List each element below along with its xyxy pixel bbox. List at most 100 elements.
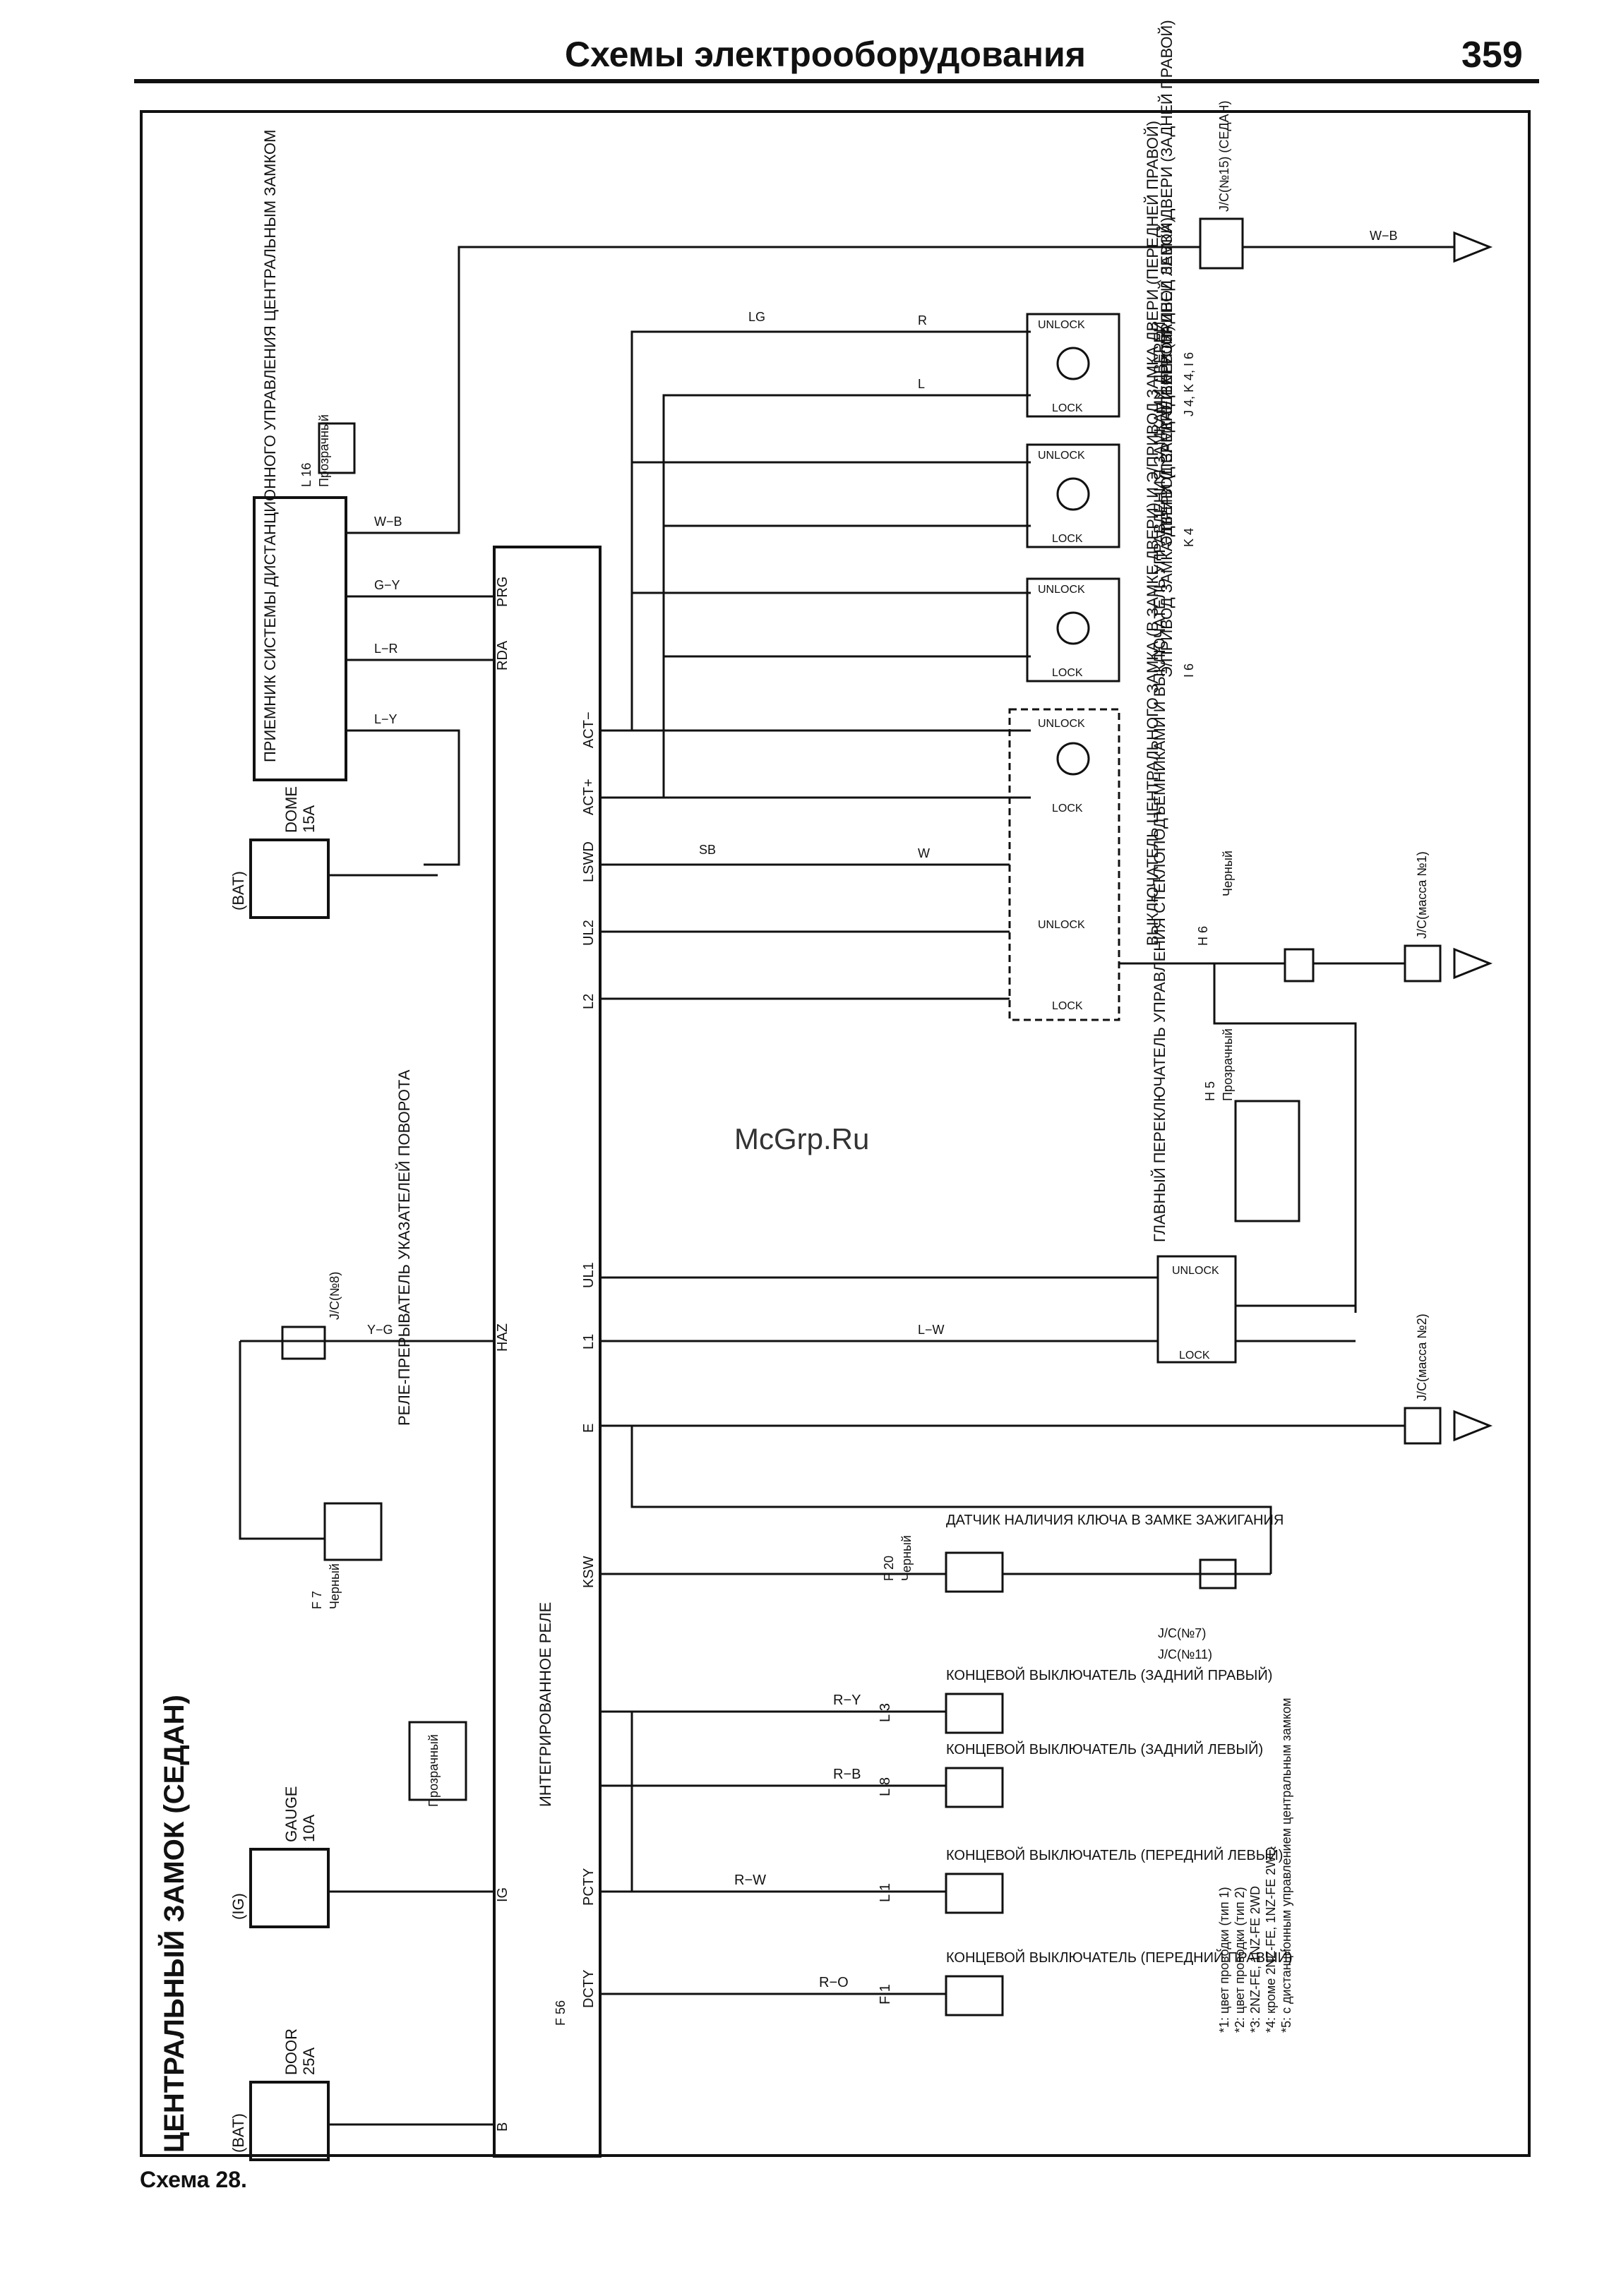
door-fuse-source: (BAT) bbox=[229, 2113, 247, 2153]
main-switch-connector-icon bbox=[1234, 1100, 1300, 1222]
turn-relay-code: F 7 bbox=[310, 1591, 324, 1609]
receiver-connector-icon bbox=[318, 422, 356, 474]
dome-fuse-name: DOME bbox=[282, 786, 300, 833]
jc7-connector bbox=[1199, 1558, 1237, 1589]
pin-pcty: PCTY bbox=[581, 1868, 597, 1906]
actuator-state-labels: UNLOCK LOCK UNLOCK LOCK UNLOCK LOCK UNLO… bbox=[1038, 319, 1219, 1362]
unlock-label: UNLOCK bbox=[1038, 450, 1085, 462]
jc8-label: J/C(№8) bbox=[328, 1272, 342, 1320]
main-switch-code: H 5 bbox=[1203, 1081, 1217, 1101]
pin-lswd: LSWD bbox=[581, 841, 597, 882]
key-sensor-code: F 20 bbox=[882, 1556, 896, 1581]
figure-caption: Схема 28. bbox=[140, 2167, 247, 2192]
fl-code: I 6 bbox=[1182, 663, 1196, 678]
lock-label: LOCK bbox=[1052, 803, 1083, 815]
rear-left-actuator-label: Э/ПРИВОД ЗАМКА ДВЕРИ (ЗАДНЕЙ ЛЕВОЙ) bbox=[1158, 217, 1176, 547]
fr-connector-label: Черный bbox=[1221, 851, 1235, 896]
wire-label-l: L bbox=[918, 377, 925, 391]
door-switch-rr bbox=[945, 1693, 1004, 1734]
wires bbox=[239, 217, 1493, 2161]
jc11-label: J/C(№11) bbox=[1158, 1647, 1212, 1661]
gauge-fuse-rating: 10A bbox=[300, 1815, 318, 1842]
wire-label-wb: W−B bbox=[374, 515, 402, 529]
jc7-label: J/C(№7) bbox=[1158, 1626, 1206, 1640]
jc-mass2-label: J/C(масса №2) bbox=[1415, 1314, 1429, 1401]
front-right-actuator-box bbox=[1008, 708, 1120, 1021]
note-3: *3: 2NZ-FE, 1NZ-FE 2WD bbox=[1248, 1886, 1262, 2033]
wire-label-gy: G−Y bbox=[374, 578, 400, 592]
pin-haz: HAZ bbox=[495, 1323, 510, 1352]
door-switch-rl-wire: R−B bbox=[833, 1767, 861, 1782]
jc-mass2-box bbox=[1404, 1407, 1442, 1445]
note-1: *1: цвет проводки (тип 1) bbox=[1217, 1887, 1231, 2033]
pin-ksw: KSW bbox=[581, 1556, 597, 1588]
rear-right-actuator-box bbox=[1026, 313, 1120, 418]
gauge-fuse-source: (IG) bbox=[229, 1893, 247, 1920]
unlock-label: UNLOCK bbox=[1038, 718, 1085, 730]
front-right-actuator-label: ВЫКЛЮЧАТЕЛЬ ЦЕНТРАЛЬНОГО ЗАМКА (В ЗАМКЕ … bbox=[1144, 121, 1161, 946]
page-header-title: Схемы электрооборудования bbox=[565, 35, 1086, 74]
receiver-box bbox=[253, 496, 347, 781]
front-left-actuator-label: Э/ПРИВОД ЗАМКА ДВЕРИ (ПЕРЕДНЕЙ ЛЕВОЙ) bbox=[1158, 326, 1176, 678]
door-switch-fr-code: F 1 bbox=[878, 1984, 893, 2005]
header-rule bbox=[134, 79, 1539, 83]
wire-label-w: W bbox=[918, 846, 930, 860]
rear-right-motor-icon bbox=[1056, 347, 1090, 380]
door-fuse-name: DOOR bbox=[282, 2028, 300, 2075]
front-left-motor-icon bbox=[1056, 611, 1090, 645]
unlock-label: UNLOCK bbox=[1172, 1265, 1219, 1277]
dome-fuse-source: (BAT) bbox=[229, 871, 247, 910]
lock-label: LOCK bbox=[1052, 402, 1083, 414]
door-switch-fl bbox=[945, 1873, 1004, 1914]
receiver-connector: Прозрачный bbox=[317, 414, 331, 487]
jc8-box bbox=[281, 1326, 326, 1360]
component-codes: L 16 Прозрачный F 56 J 4, K 4, I 6 K 4 I… bbox=[299, 352, 1235, 2026]
turn-relay-box bbox=[323, 1502, 383, 1561]
main-switch-box bbox=[1156, 1255, 1237, 1364]
main-switch-connector: Прозрачный bbox=[1221, 1028, 1235, 1101]
gauge-fuse-box bbox=[249, 1848, 330, 1928]
wire-color-labels: W−B W−B G−Y L−R L−Y R L LG SB W L−W Y−G bbox=[367, 229, 1398, 1337]
jc15-label: J/C(№15) (СЕДАН) bbox=[1217, 100, 1231, 212]
relay-pin-labels: ACT− ACT+ LSWD UL2 L2 UL1 L1 E KSW PCTY … bbox=[495, 577, 597, 2132]
dome-fuse-box bbox=[249, 839, 330, 919]
pin-dcty: DCTY bbox=[581, 1970, 597, 2008]
door-switch-rr-wire: R−Y bbox=[833, 1693, 861, 1708]
main-switch-label: ГЛАВНЫЙ ПЕРЕКЛЮЧАТЕЛЬ УПРАВЛЕНИЯ СТЕКЛОП… bbox=[1151, 321, 1168, 1242]
jc-mass1-box bbox=[1404, 944, 1442, 982]
door-switch-fl-code: L 1 bbox=[878, 1883, 893, 1902]
jc-mass1-label: J/C(масса №1) bbox=[1415, 851, 1429, 939]
watermark: McGrp.Ru bbox=[734, 1122, 870, 1155]
ground-icon bbox=[1453, 231, 1493, 263]
relay-code: F 56 bbox=[554, 2000, 568, 2026]
dome-fuse-rating: 15A bbox=[300, 805, 318, 833]
key-sensor-label: ДАТЧИК НАЛИЧИЯ КЛЮЧА В ЗАМКЕ ЗАЖИГАНИЯ bbox=[946, 1513, 1284, 1528]
rear-left-actuator-box bbox=[1026, 443, 1120, 548]
note-4: *4: кроме 2NZ-FE, 1NZ-FE 2WD bbox=[1264, 1847, 1278, 2033]
unlock-label: UNLOCK bbox=[1038, 919, 1085, 931]
fr-code: H 6 bbox=[1196, 926, 1210, 946]
door-switch-rl-label: КОНЦЕВОЙ ВЫКЛЮЧАТЕЛЬ (ЗАДНИЙ ЛЕВЫЙ) bbox=[946, 1741, 1263, 1757]
key-sensor-switch bbox=[945, 1551, 1004, 1593]
door-switch-fl-wire: R−W bbox=[734, 1873, 766, 1888]
diagram-frame bbox=[140, 110, 1531, 2157]
note-5: *5: с дистанционным управлением централь… bbox=[1279, 1697, 1293, 2033]
pin-rda: RDA bbox=[495, 640, 510, 671]
integrated-relay-box bbox=[493, 546, 602, 2158]
door-fuse-box bbox=[249, 2081, 330, 2161]
door-switch-rl bbox=[945, 1767, 1004, 1808]
wire-label-lg: LG bbox=[748, 310, 765, 324]
lock-label: LOCK bbox=[1179, 1350, 1210, 1362]
front-right-motor-icon bbox=[1056, 742, 1090, 776]
pin-e: E bbox=[581, 1424, 597, 1433]
door-switch-fr bbox=[945, 1975, 1004, 2016]
door-switch-labels: КОНЦЕВОЙ ВЫКЛЮЧАТЕЛЬ (ЗАДНИЙ ПРАВЫЙ) КОН… bbox=[734, 1666, 1293, 2005]
wire-label-lw: L−W bbox=[918, 1323, 945, 1337]
unlock-label: UNLOCK bbox=[1038, 584, 1085, 596]
door-switch-fr-wire: R−O bbox=[819, 1975, 849, 1990]
key-sensor-connector: Черный bbox=[899, 1535, 914, 1581]
wire-label-lr: L−R bbox=[374, 642, 398, 656]
receiver-label: ПРИЕМНИК СИСТЕМЫ ДИСТАНЦИОННОГО УПРАВЛЕН… bbox=[261, 130, 279, 762]
ground-icon bbox=[1453, 947, 1493, 980]
